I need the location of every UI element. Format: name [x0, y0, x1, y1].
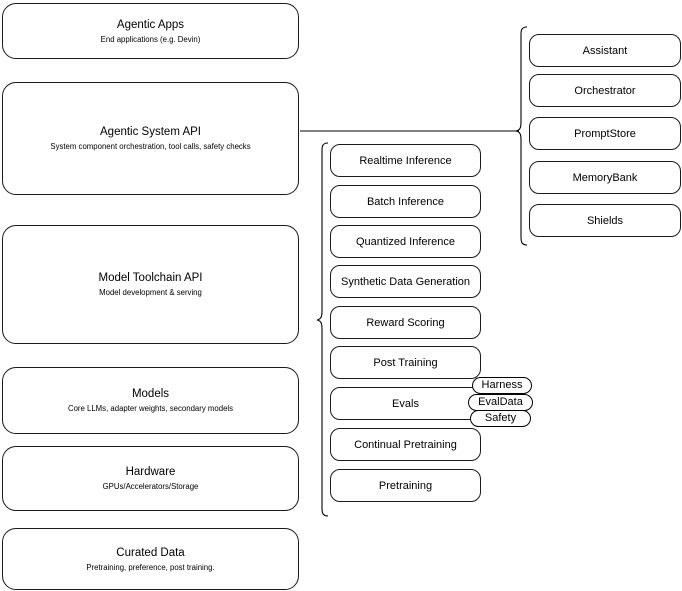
- item-label: Reward Scoring: [366, 316, 445, 329]
- toolchain-item-synthetic-data-generation[interactable]: Synthetic Data Generation: [330, 265, 481, 298]
- layer-title: Models: [131, 388, 170, 400]
- item-label: PromptStore: [574, 127, 636, 140]
- toolchain-item-quantized-inference[interactable]: Quantized Inference: [330, 225, 481, 258]
- toolchain-item-post-training[interactable]: Post Training: [330, 346, 481, 379]
- pill-label: EvalData: [478, 396, 523, 408]
- item-label: Evals: [392, 397, 419, 410]
- layer-subtitle: System component orchestration, tool cal…: [50, 142, 251, 151]
- layer-title: Agentic System API: [100, 126, 201, 138]
- toolchain-item-batch-inference[interactable]: Batch Inference: [330, 185, 481, 218]
- item-label: Assistant: [582, 44, 628, 57]
- layer-box-agentic-apps[interactable]: Agentic Apps End applications (e.g. Devi…: [2, 3, 299, 59]
- item-label: Synthetic Data Generation: [340, 275, 471, 288]
- layer-title: Model Toolchain API: [98, 272, 203, 284]
- item-label: Quantized Inference: [355, 235, 456, 248]
- item-label: Realtime Inference: [359, 154, 452, 167]
- layer-box-agentic-system-api[interactable]: Agentic System API System component orch…: [2, 82, 299, 195]
- layer-subtitle: Pretraining, preference, post training.: [86, 562, 215, 572]
- layer-title: Agentic Apps: [116, 18, 185, 31]
- layer-title: Curated Data: [116, 546, 185, 559]
- toolchain-item-pretraining[interactable]: Pretraining: [330, 469, 481, 502]
- item-label: Post Training: [373, 356, 438, 369]
- toolchain-item-realtime-inference[interactable]: Realtime Inference: [330, 144, 481, 177]
- brace-middle-column: [316, 142, 329, 517]
- toolchain-item-reward-scoring[interactable]: Reward Scoring: [330, 306, 481, 339]
- eval-pill-harness[interactable]: Harness: [472, 377, 532, 394]
- toolchain-item-evals[interactable]: Evals: [330, 387, 481, 420]
- layer-subtitle: GPUs/Accelerators/Storage: [102, 482, 199, 491]
- pill-label: Safety: [484, 412, 517, 424]
- item-label: Orchestrator: [574, 84, 636, 97]
- eval-pill-evaldata[interactable]: EvalData: [468, 394, 533, 411]
- system-item-orchestrator[interactable]: Orchestrator: [529, 74, 681, 107]
- layer-box-models[interactable]: Models Core LLMs, adapter weights, secon…: [2, 367, 299, 434]
- layer-box-hardware[interactable]: Hardware GPUs/Accelerators/Storage: [2, 446, 299, 511]
- item-label: Pretraining: [378, 479, 433, 492]
- system-item-shields[interactable]: Shields: [529, 204, 681, 237]
- item-label: Continual Pretraining: [354, 438, 457, 451]
- item-label: Shields: [586, 214, 624, 227]
- system-item-memorybank[interactable]: MemoryBank: [529, 161, 681, 194]
- brace-right-column: [515, 26, 528, 246]
- system-item-assistant[interactable]: Assistant: [529, 34, 681, 67]
- eval-pill-safety[interactable]: Safety: [470, 410, 531, 427]
- layer-title: Hardware: [125, 466, 176, 478]
- layer-subtitle: Model development & serving: [99, 288, 202, 297]
- layer-box-curated-data[interactable]: Curated Data Pretraining, preference, po…: [2, 528, 299, 590]
- layer-subtitle: End applications (e.g. Devin): [100, 34, 201, 44]
- system-item-promptstore[interactable]: PromptStore: [529, 117, 681, 150]
- item-label: MemoryBank: [572, 171, 638, 184]
- layer-box-model-toolchain-api[interactable]: Model Toolchain API Model development & …: [2, 225, 299, 344]
- pill-label: Harness: [481, 379, 523, 391]
- layer-subtitle: Core LLMs, adapter weights, secondary mo…: [67, 404, 234, 413]
- toolchain-item-continual-pretraining[interactable]: Continual Pretraining: [330, 428, 481, 461]
- item-label: Batch Inference: [366, 195, 445, 208]
